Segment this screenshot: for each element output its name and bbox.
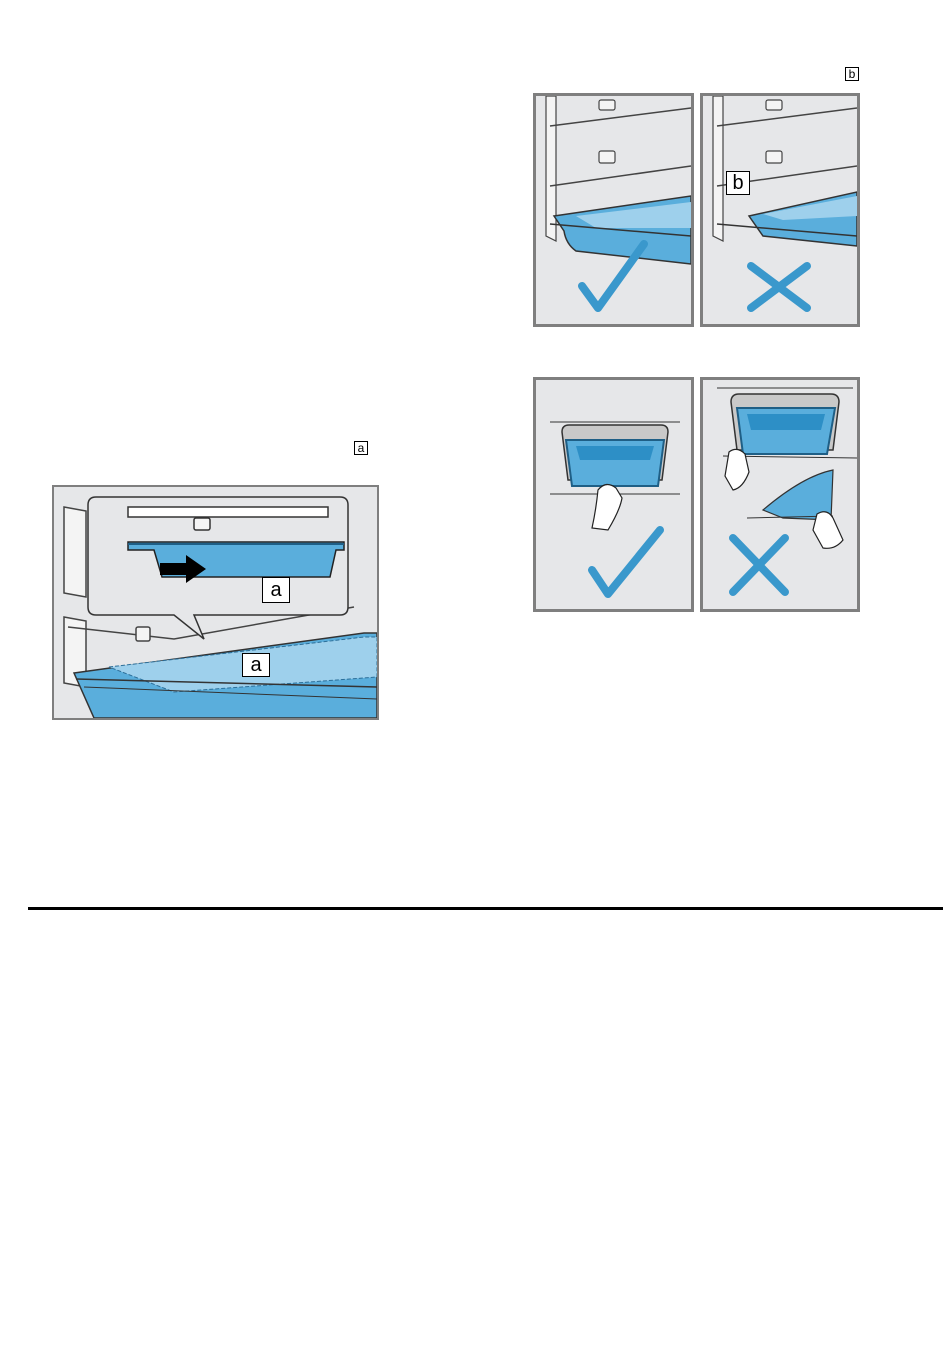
callout-label-b: b xyxy=(726,171,750,195)
tray-position-incorrect-panel: b xyxy=(700,93,860,327)
figure-b-marker: b xyxy=(845,67,859,81)
tray-removal-correct-panel xyxy=(533,377,694,612)
callout-label-a-upper: a xyxy=(262,577,290,603)
callout-label-a-lower: a xyxy=(242,653,270,677)
check-mark-icon xyxy=(592,530,660,594)
tray-insertion-illustration: a a xyxy=(52,485,379,720)
hand-icon xyxy=(813,512,843,549)
hand-icon xyxy=(725,449,749,490)
section-divider xyxy=(28,907,943,910)
cross-mark-icon xyxy=(751,266,807,308)
figure-a-marker: a xyxy=(354,441,368,455)
tray-position-correct-panel xyxy=(533,93,694,327)
cross-mark-icon xyxy=(733,538,785,592)
hand-icon xyxy=(592,484,622,530)
tray-removal-incorrect-panel xyxy=(700,377,860,612)
